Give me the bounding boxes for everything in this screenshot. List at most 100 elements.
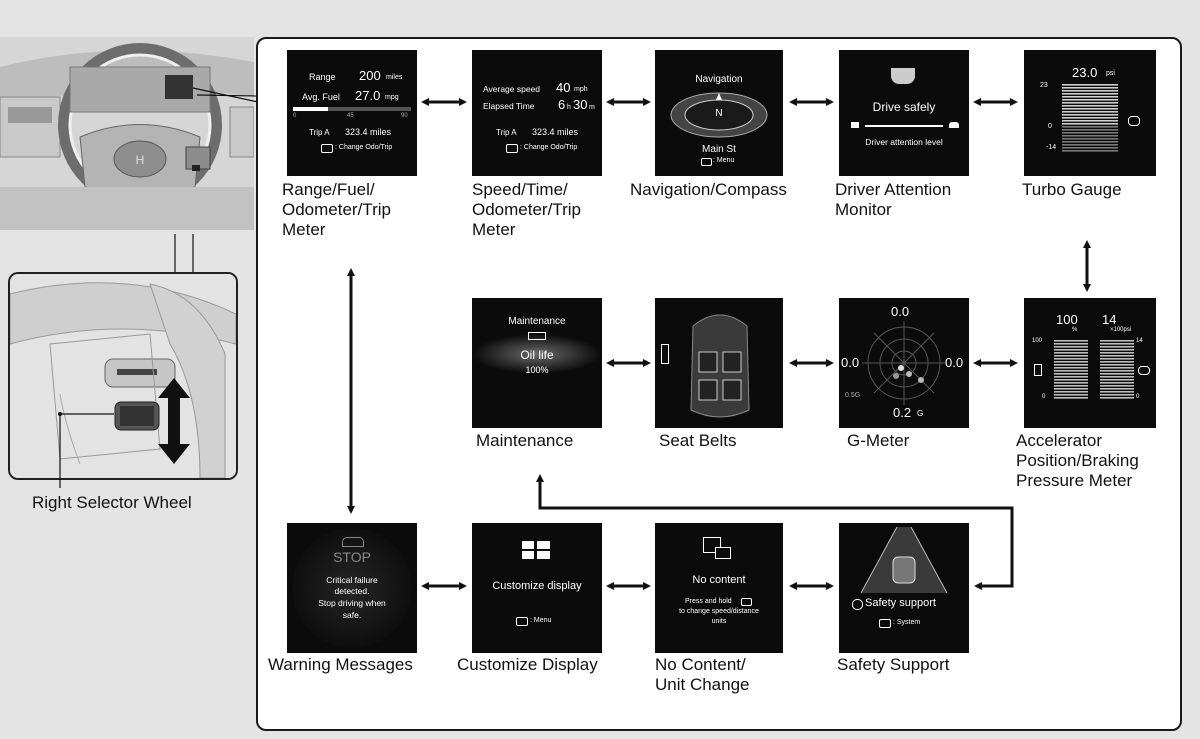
- attention-sub: Driver attention level: [865, 137, 943, 147]
- wheel-icon: [516, 617, 528, 626]
- attention-message: Drive safely: [872, 100, 936, 114]
- wheel-icon: [701, 158, 712, 166]
- no-content-icon: [703, 537, 721, 553]
- turbo-bar-segment: [1062, 123, 1118, 125]
- g-right: 0.0: [945, 355, 964, 370]
- seatbelt-icon: [661, 344, 669, 364]
- brake-value: 14: [1102, 312, 1117, 327]
- bar-tick-2: 90: [401, 113, 408, 119]
- caption-warning: Warning Messages: [268, 655, 413, 674]
- compass-icon: [670, 92, 768, 138]
- caption-seatbelts: Seat Belts: [659, 431, 737, 450]
- meter-bar-segment: [1100, 346, 1134, 348]
- caption-attention: Driver Attention Monitor: [835, 180, 952, 219]
- turbo-bar-segment: [1062, 150, 1118, 152]
- no-content-title: No content: [692, 574, 746, 586]
- warning-line-2: detected.: [334, 586, 370, 596]
- meter-bar-segment: [1054, 382, 1088, 384]
- turbo-bar-segment: [1062, 132, 1118, 134]
- accel-brake-bars: [1054, 340, 1134, 399]
- meter-bar-segment: [1054, 355, 1088, 357]
- road-icon: [860, 527, 948, 593]
- turbo-bar-segment: [1062, 117, 1118, 119]
- range-unit: miles: [386, 74, 403, 81]
- customize-title: Customize display: [492, 580, 582, 592]
- meter-bar-segment: [1054, 364, 1088, 366]
- car-icon: [949, 122, 959, 128]
- trip-value: 323.4 miles: [532, 127, 579, 137]
- turbo-bar-segment: [1062, 111, 1118, 113]
- turbo-bar-segment: [1062, 102, 1118, 104]
- svg-text:H: H: [136, 153, 145, 167]
- caption-gmeter: G-Meter: [847, 431, 910, 450]
- wheel-icon: [506, 144, 518, 153]
- caption-safety: Safety Support: [837, 655, 950, 674]
- range-label: Range: [309, 72, 336, 82]
- meter-bar-segment: [1100, 388, 1134, 390]
- warning-line-4: safe.: [342, 610, 362, 620]
- caption-no-content: No Content/ Unit Change: [655, 655, 750, 694]
- wheel-icon: [321, 144, 333, 153]
- elapsed-hours: 6: [558, 97, 566, 112]
- leader-lines: [58, 87, 259, 488]
- turbo-bar-segment: [1062, 147, 1118, 149]
- meter-bar-segment: [1054, 352, 1088, 354]
- caption-speed: Speed/Time/ Odometer/Trip Meter: [472, 180, 581, 239]
- meter-bar-segment: [1100, 355, 1134, 357]
- safety-icon: [852, 599, 863, 610]
- screen-warning: STOP Critical failure detected. Stop dri…: [287, 523, 417, 653]
- fuel-bar: [293, 107, 411, 111]
- meter-bar-segment: [1100, 343, 1134, 345]
- car-seats-icon: [690, 314, 750, 418]
- wheel-icon: [879, 619, 891, 628]
- street-name: Main St: [702, 144, 736, 155]
- turbo-bar-segment: [1062, 126, 1118, 128]
- unit-icon: [715, 547, 731, 559]
- screen-customize: Customize display : Menu: [472, 523, 602, 653]
- meter-bar-segment: [1100, 382, 1134, 384]
- turbo-bar-segment: [1062, 93, 1118, 95]
- turbo-bar-segment: [1062, 114, 1118, 116]
- meter-bar-segment: [1100, 394, 1134, 396]
- brake-icon: [1138, 366, 1150, 375]
- elapsed-m-unit: m: [589, 104, 595, 111]
- avg-speed-value: 40: [556, 80, 571, 95]
- coffee-icon: [891, 68, 915, 84]
- g-bottom-unit: G: [917, 409, 924, 418]
- compass-heading: N: [715, 108, 723, 119]
- safety-title: Safety support: [865, 597, 936, 609]
- accel-tick-bottom: 0: [1042, 394, 1046, 400]
- caption-accel: Accelerator Position/Braking Pressure Me…: [1016, 431, 1139, 490]
- meter-bar-segment: [1100, 376, 1134, 378]
- meter-bar-segment: [1054, 376, 1088, 378]
- meter-bar-segment: [1100, 340, 1134, 342]
- car-warning-icon: [342, 537, 364, 547]
- meter-bar-segment: [1054, 343, 1088, 345]
- bar-tick-0: 0: [293, 113, 297, 119]
- wheel-icon: [741, 598, 752, 606]
- caption-customize: Customize Display: [457, 655, 598, 674]
- screen-turbo: 23.0 psi 23 0 -14: [1024, 50, 1156, 176]
- meter-bar-segment: [1100, 370, 1134, 372]
- safety-hint: : System: [893, 619, 921, 626]
- fuel-bar-fill: [293, 107, 329, 111]
- caption-maintenance: Maintenance: [476, 431, 574, 450]
- g-left: 0.0: [841, 355, 860, 370]
- caption-range: Range/Fuel/ Odometer/Trip Meter: [282, 180, 391, 239]
- no-content-line-1: Press and hold: [685, 598, 732, 605]
- turbo-bar-segment: [1062, 138, 1118, 140]
- turbo-bar-segment: [1062, 141, 1118, 143]
- maintenance-title: Maintenance: [508, 316, 566, 327]
- g-ring-label: 0.5G: [845, 392, 861, 399]
- speed-hint: : Change Odo/Trip: [520, 144, 578, 151]
- turbo-unit: psi: [1106, 70, 1115, 77]
- fuel-value: 27.0: [355, 88, 381, 103]
- brake-unit: ×100psi: [1110, 327, 1132, 333]
- warning-glow: [292, 528, 412, 648]
- screen-driver-attention: Drive safely Driver attention level: [839, 50, 969, 176]
- turbo-value: 23.0: [1072, 65, 1098, 80]
- meter-bar-segment: [1054, 340, 1088, 342]
- elapsed-label: Elapsed Time: [483, 101, 535, 111]
- avg-speed-label: Average speed: [483, 84, 541, 94]
